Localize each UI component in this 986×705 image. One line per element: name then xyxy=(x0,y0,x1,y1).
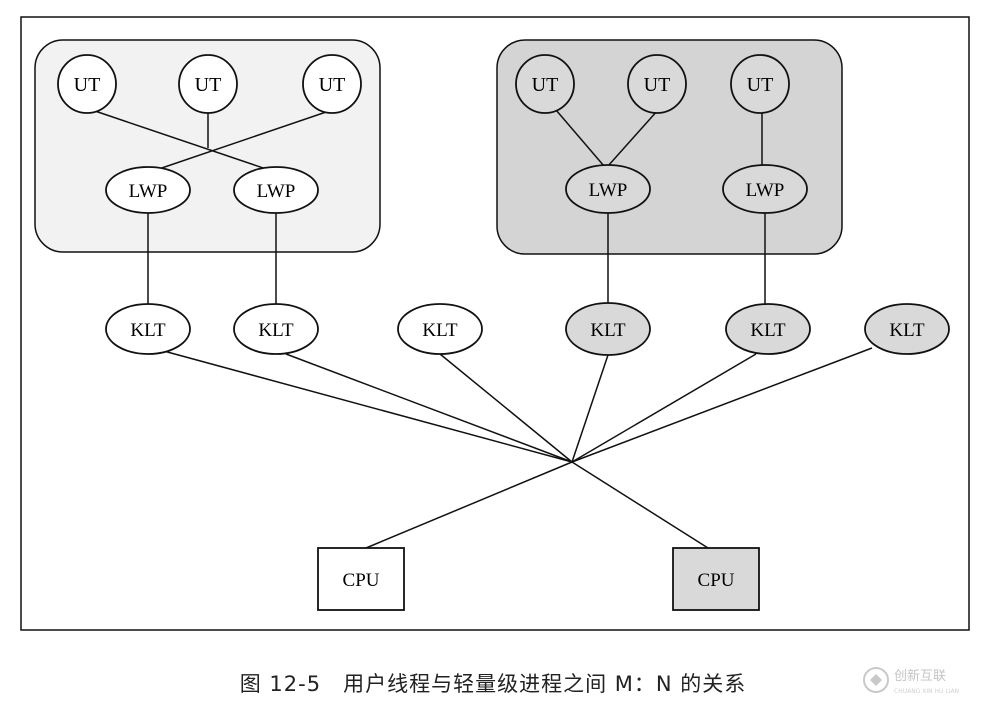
svg-text:UT: UT xyxy=(747,74,774,96)
edge-rut1-rlwp1 xyxy=(555,109,605,167)
svg-text:KLT: KLT xyxy=(590,320,626,341)
ut-node: UT xyxy=(302,54,362,114)
connector-lines xyxy=(91,109,873,549)
svg-text:LWP: LWP xyxy=(589,180,628,201)
edge-klt1-hub xyxy=(159,349,573,463)
klt-node: KLT xyxy=(397,303,483,355)
klt-node: KLT xyxy=(864,303,950,355)
edge-klt4-hub xyxy=(571,354,609,463)
edge-rut2-rlwp1 xyxy=(607,109,659,167)
edge-hub-cpu2 xyxy=(571,461,709,549)
svg-text:KLT: KLT xyxy=(130,320,166,341)
edge-klt6-hub xyxy=(571,347,873,463)
edge-hub-cpu1 xyxy=(365,461,573,549)
svg-text:UT: UT xyxy=(644,74,671,96)
cpu-box: CPU xyxy=(672,547,760,611)
svg-text:KLT: KLT xyxy=(889,320,925,341)
ut-node: UT xyxy=(515,54,575,114)
edge-klt2-hub xyxy=(285,353,573,463)
svg-text:LWP: LWP xyxy=(257,181,296,202)
ut-node: UT xyxy=(730,54,790,114)
edge-ut3-lwp1 xyxy=(149,109,333,173)
svg-text:LWP: LWP xyxy=(129,181,168,202)
edge-klt3-hub xyxy=(439,353,573,463)
edge-ut1-lwp2 xyxy=(91,109,276,173)
klt-node: KLT xyxy=(233,303,319,355)
ut-node: UT xyxy=(57,54,117,114)
svg-text:CPU: CPU xyxy=(698,570,735,591)
lwp-node: LWP xyxy=(722,164,808,214)
svg-text:创新互联: 创新互联 xyxy=(894,668,946,684)
klt-node: KLT xyxy=(725,303,811,355)
lwp-node: LWP xyxy=(565,164,651,214)
mn-thread-model-diagram: UT UT UT UT UT UT LWP LWP LWP LWP xyxy=(20,16,970,631)
lwp-node: LWP xyxy=(105,166,191,214)
klt-node: KLT xyxy=(105,303,191,355)
lwp-node: LWP xyxy=(233,166,319,214)
diagram-frame xyxy=(20,16,970,631)
svg-text:LWP: LWP xyxy=(746,180,785,201)
klt-node: KLT xyxy=(565,302,651,356)
svg-text:UT: UT xyxy=(74,74,101,96)
ut-node: UT xyxy=(178,54,238,114)
svg-text:KLT: KLT xyxy=(750,320,786,341)
svg-text:UT: UT xyxy=(195,74,222,96)
watermark-logo: 创新互联 CHUANG XIN HU LIAN xyxy=(863,667,959,695)
svg-text:UT: UT xyxy=(532,74,559,96)
edge-klt5-hub xyxy=(571,353,757,463)
ut-node: UT xyxy=(627,54,687,114)
svg-text:KLT: KLT xyxy=(258,320,294,341)
svg-text:CPU: CPU xyxy=(343,570,380,591)
svg-text:KLT: KLT xyxy=(422,320,458,341)
svg-text:UT: UT xyxy=(319,74,346,96)
cpu-box: CPU xyxy=(317,547,405,611)
svg-text:CHUANG XIN HU LIAN: CHUANG XIN HU LIAN xyxy=(894,688,959,695)
figure-caption: 图 12-5 用户线程与轻量级进程之间 M：N 的关系 xyxy=(239,672,747,696)
